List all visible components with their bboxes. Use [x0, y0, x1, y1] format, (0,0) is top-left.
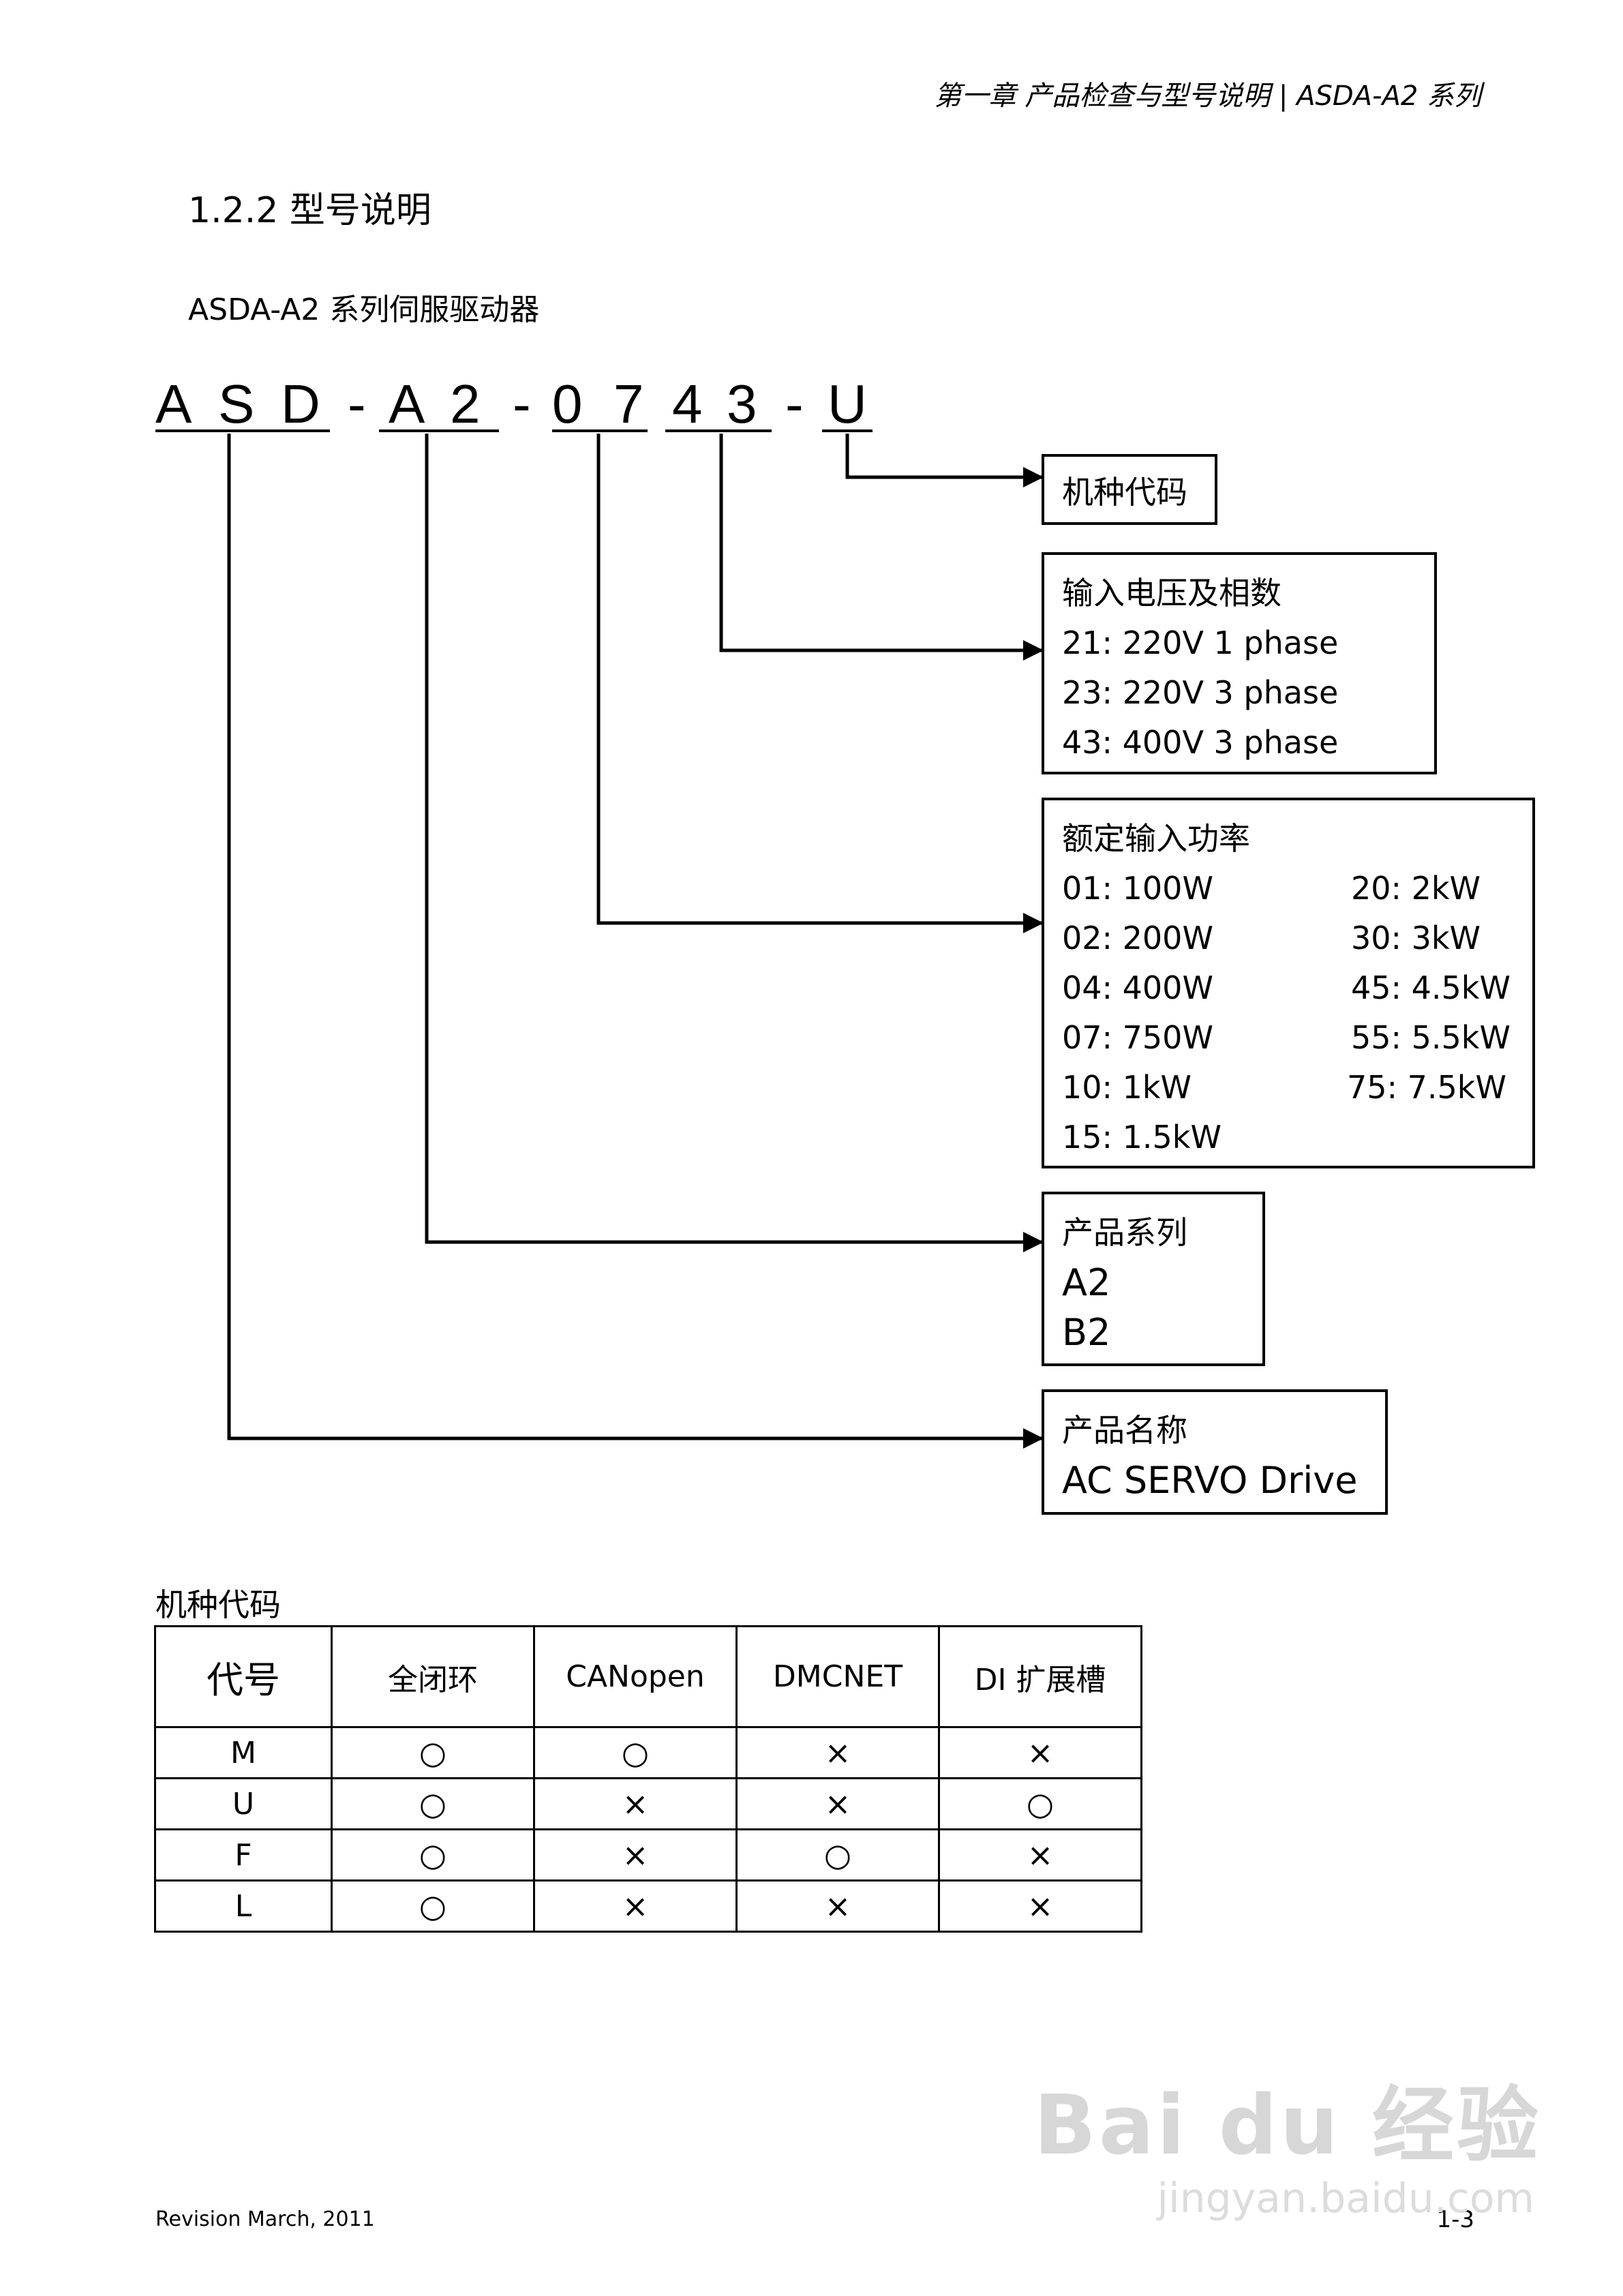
table-header-code: 代号: [154, 1625, 333, 1728]
page-header: 第一章 产品检查与型号说明 | ASDA-A2 系列: [934, 80, 1482, 112]
table-cell-mark: ×: [735, 1879, 940, 1933]
table-header-di-slot: DI 扩展槽: [938, 1625, 1142, 1728]
code-char-a2-2: 2: [450, 374, 481, 434]
power-row: 07: 750W 55: 5.5kW: [1062, 1013, 1515, 1063]
table-row: M ○ ○ × ×: [154, 1726, 1142, 1779]
power-code: 10: 1kW: [1062, 1069, 1192, 1106]
table-header-canopen: CANopen: [533, 1625, 738, 1728]
code-underline-voltage: [665, 429, 772, 432]
power-code: 20: 2kW: [1351, 870, 1481, 907]
power-code: 30: 3kW: [1351, 920, 1481, 956]
code-dash-1: -: [348, 374, 366, 434]
table-cell-mark: ○: [331, 1726, 535, 1779]
code-char-volt-4: 4: [672, 374, 703, 434]
voltage-item: 21: 220V 1 phase: [1062, 624, 1339, 661]
product-box-title: 产品名称: [1062, 1412, 1187, 1449]
code-underline-power: [552, 429, 648, 432]
table-cell-code: L: [154, 1879, 333, 1933]
table-cell-mark: ○: [331, 1879, 535, 1933]
watermark-logo: Bai du 经验: [1033, 2079, 1541, 2173]
table-cell-mark: ○: [331, 1828, 535, 1882]
code-char-a2-a: A: [389, 374, 425, 434]
power-row: 01: 100W 20: 2kW: [1062, 864, 1515, 913]
table-cell-mark: ×: [533, 1777, 738, 1830]
code-char-s: S: [218, 374, 255, 434]
table-row: L ○ × × ×: [154, 1879, 1142, 1933]
table-cell-code: M: [154, 1726, 333, 1779]
table-header-row: 代号 全闭环 CANopen DMCNET DI 扩展槽: [154, 1625, 1142, 1728]
footer-page-number: 1-3: [1436, 2206, 1474, 2233]
machine-code-box: 机种代码: [1042, 454, 1217, 525]
machine-code-box-title: 机种代码: [1062, 474, 1187, 511]
power-code: 04: 400W: [1062, 969, 1213, 1006]
voltage-box: 输入电压及相数 21: 220V 1 phase 23: 220V 3 phas…: [1042, 552, 1437, 774]
table-cell-mark: ○: [533, 1726, 738, 1779]
product-box: 产品名称 AC SERVO Drive: [1042, 1389, 1388, 1515]
table-header-dmcnet: DMCNET: [735, 1625, 940, 1728]
table-header-full-closed-loop: 全闭环: [331, 1625, 535, 1728]
power-row: 15: 1.5kW: [1062, 1113, 1515, 1162]
power-box: 额定输入功率 01: 100W 20: 2kW 02: 200W 30: 3kW 0…: [1042, 798, 1535, 1168]
code-char-power-0: 0: [552, 374, 583, 434]
power-code: 55: 5.5kW: [1351, 1019, 1511, 1056]
table-cell-code: U: [154, 1777, 333, 1830]
series-item: B2: [1062, 1311, 1111, 1354]
code-char-volt-3: 3: [727, 374, 757, 434]
series-box: 产品系列 A2 B2: [1042, 1192, 1265, 1366]
table-row: F ○ × ○ ×: [154, 1828, 1142, 1882]
table-cell-mark: ○: [735, 1828, 940, 1882]
power-code: 75: 7.5kW: [1347, 1069, 1506, 1106]
power-row: 10: 1kW 75: 7.5kW: [1062, 1063, 1515, 1113]
power-code: 45: 4.5kW: [1351, 969, 1511, 1006]
table-cell-mark: ×: [938, 1828, 1142, 1882]
voltage-box-title: 输入电压及相数: [1062, 575, 1281, 611]
code-dash-3: -: [785, 374, 804, 434]
code-underline-type: [822, 429, 873, 432]
table-caption: 机种代码: [155, 1586, 281, 1623]
code-underline-asd: [155, 429, 330, 432]
code-char-d: D: [281, 374, 320, 434]
table-cell-mark: ×: [533, 1879, 738, 1933]
table-cell-code: F: [154, 1828, 333, 1882]
series-box-title: 产品系列: [1062, 1214, 1187, 1251]
code-char-power-7: 7: [613, 374, 644, 434]
series-item: A2: [1062, 1261, 1111, 1304]
power-row: 04: 400W 45: 4.5kW: [1062, 963, 1515, 1013]
table-cell-mark: ×: [735, 1777, 940, 1830]
power-box-title: 额定输入功率: [1062, 820, 1250, 857]
voltage-item: 23: 220V 3 phase: [1062, 674, 1339, 711]
power-row: 02: 200W 30: 3kW: [1062, 913, 1515, 963]
connector-power: [596, 434, 1044, 933]
code-char-a: A: [155, 374, 192, 434]
product-name: AC SERVO Drive: [1062, 1459, 1358, 1502]
power-code: 01: 100W: [1062, 870, 1213, 907]
table-cell-mark: ○: [938, 1777, 1142, 1830]
watermark-url: jingyan.baidu.com: [1157, 2175, 1534, 2222]
code-underline-a2: [379, 429, 499, 432]
table-cell-mark: ×: [938, 1726, 1142, 1779]
footer-revision: Revision March, 2011: [155, 2207, 375, 2231]
power-code: 02: 200W: [1062, 920, 1213, 956]
code-dash-2: -: [513, 374, 531, 434]
connector-series: [425, 434, 1044, 1252]
table-cell-mark: ×: [938, 1879, 1142, 1933]
voltage-item: 43: 400V 3 phase: [1062, 724, 1339, 761]
section-subtitle: ASDA-A2 系列伺服驱动器: [188, 292, 540, 327]
code-char-u: U: [828, 374, 867, 434]
table-cell-mark: ×: [735, 1726, 940, 1779]
power-code: 15: 1.5kW: [1062, 1119, 1222, 1155]
model-code-table: 代号 全闭环 CANopen DMCNET DI 扩展槽 M ○ ○ × × U…: [154, 1625, 1142, 1933]
power-code: 07: 750W: [1062, 1019, 1213, 1056]
section-title: 1.2.2 型号说明: [188, 190, 431, 231]
table-cell-mark: ×: [533, 1828, 738, 1882]
table-row: U ○ × × ○: [154, 1777, 1142, 1830]
connector-type: [845, 434, 1044, 487]
connector-voltage: [719, 434, 1044, 661]
connector-product: [227, 434, 1044, 1449]
table-cell-mark: ○: [331, 1777, 535, 1830]
